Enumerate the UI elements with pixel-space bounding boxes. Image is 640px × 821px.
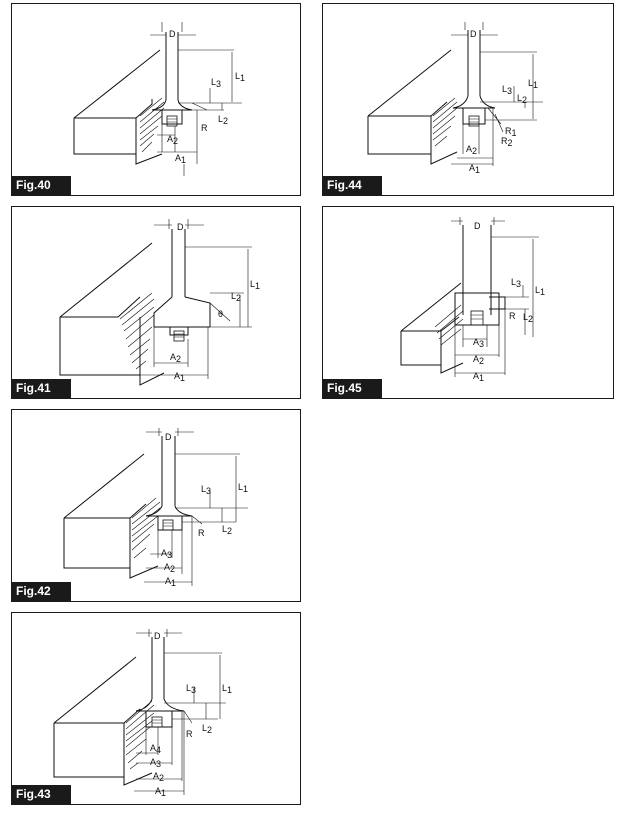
dim-label-A4: A4 xyxy=(150,743,161,755)
dim-label-D: D xyxy=(177,222,184,232)
dim-label-A3: A3 xyxy=(161,548,172,560)
dim-label-A2: A2 xyxy=(167,134,178,146)
dim-label-L3: L3 xyxy=(201,484,211,496)
figure-label-fig41: Fig.41 xyxy=(12,379,71,398)
dim-label-A2: A2 xyxy=(164,562,175,574)
dim-label-L1: L1 xyxy=(222,683,232,695)
figure-label-fig44: Fig.44 xyxy=(323,176,382,195)
figure-label-fig42: Fig.42 xyxy=(12,582,71,601)
dim-label-L1: L1 xyxy=(528,78,538,90)
dim-label-theta: θ xyxy=(218,309,223,319)
dim-label-L1: L1 xyxy=(250,279,260,291)
dim-label-L1: L1 xyxy=(235,71,245,83)
dim-label-L3: L3 xyxy=(502,84,512,96)
dim-label-R: R xyxy=(201,123,208,133)
dim-label-D: D xyxy=(154,631,161,641)
figure-label-fig43: Fig.43 xyxy=(12,785,71,804)
dim-label-R: R xyxy=(186,729,193,739)
dim-label-L2: L2 xyxy=(517,93,527,105)
diagram-fig40: D L1 L3 L2 R A2 A1 xyxy=(73,22,245,176)
diagram-fig42: D L1 L3 L2 R A3 A2 A1 xyxy=(63,428,248,588)
dim-label-L1: L1 xyxy=(535,285,545,297)
dim-label-R2: R2 xyxy=(501,136,513,148)
figure-panel-fig43: D L1 L3 L2 R A4 A3 A2 A1 Fig.43 xyxy=(11,612,301,805)
dim-label-L2: L2 xyxy=(231,291,241,303)
dim-label-A1: A1 xyxy=(469,163,480,175)
dim-label-L2: L2 xyxy=(202,723,212,735)
dim-label-D: D xyxy=(165,432,172,442)
diagram-fig43: D L1 L3 L2 R A4 A3 A2 A1 xyxy=(53,629,232,798)
figure-panel-fig45: D L1 L3 L2 R A3 A2 A1 Fig.45 xyxy=(322,206,614,399)
dim-label-A1: A1 xyxy=(174,371,185,383)
dim-label-D: D xyxy=(470,29,477,39)
dim-label-A1: A1 xyxy=(473,371,484,383)
figure-panel-fig42: D L1 L3 L2 R A3 A2 A1 Fig.42 xyxy=(11,409,301,602)
dim-label-R: R xyxy=(198,528,205,538)
dim-label-L2: L2 xyxy=(523,312,533,324)
dim-label-L2: L2 xyxy=(218,114,228,126)
dim-label-L1: L1 xyxy=(238,482,248,494)
dim-label-A1: A1 xyxy=(165,576,176,588)
dim-label-A2: A2 xyxy=(473,354,484,366)
figure-panel-fig44: D L1 L3 L2 R1 R2 A2 A1 Fig.44 xyxy=(322,3,614,196)
dim-label-A2: A2 xyxy=(466,144,477,156)
diagram-fig41: D L1 L2 θ A2 A1 xyxy=(59,219,260,386)
diagram-fig45: D L1 L3 L2 R A3 A2 A1 xyxy=(400,217,545,383)
dim-label-D: D xyxy=(474,221,481,231)
dim-label-D: D xyxy=(169,29,176,39)
dim-label-A2: A2 xyxy=(170,352,181,364)
dim-label-L3: L3 xyxy=(211,77,221,89)
dim-label-L3: L3 xyxy=(186,683,196,695)
figure-label-fig40: Fig.40 xyxy=(12,176,71,195)
diagram-fig44: D L1 L3 L2 R1 R2 A2 A1 xyxy=(367,22,543,175)
figure-panel-fig41: D L1 L2 θ A2 A1 Fig.41 xyxy=(11,206,301,399)
dim-label-L3: L3 xyxy=(511,277,521,289)
figure-label-fig45: Fig.45 xyxy=(323,379,382,398)
dim-label-A1: A1 xyxy=(175,153,186,165)
dim-label-A3: A3 xyxy=(473,337,484,349)
dim-label-R: R xyxy=(509,311,516,321)
dim-label-R1: R1 xyxy=(505,126,517,138)
dim-label-A1: A1 xyxy=(155,786,166,798)
figure-panel-fig40: D L1 L3 L2 R A2 A1 Fig.40 xyxy=(11,3,301,196)
dim-label-A2: A2 xyxy=(153,771,164,783)
dim-label-L2: L2 xyxy=(222,524,232,536)
dim-label-A3: A3 xyxy=(150,757,161,769)
